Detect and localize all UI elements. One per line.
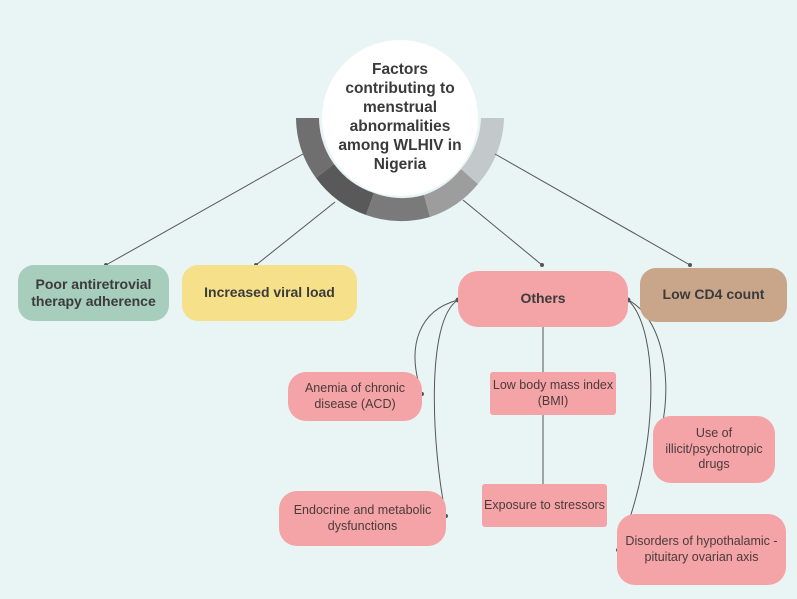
dot-others — [540, 263, 544, 267]
sub-hpo-axis: Disorders of hypothalamic - pituitary ov… — [617, 514, 786, 585]
ring-segment-3 — [366, 193, 430, 222]
ring-segment-4 — [424, 169, 478, 217]
connector-viral-load — [255, 201, 336, 266]
connector-others — [462, 199, 543, 266]
dot-cd4 — [688, 263, 692, 267]
sub-anemia: Anemia of chronic disease (ACD) — [288, 372, 422, 421]
connector-cd4 — [494, 153, 691, 266]
ring-segment-2 — [316, 164, 374, 215]
ring-segment-1 — [296, 118, 334, 178]
title-ring — [296, 118, 504, 222]
ring-segment-5 — [461, 118, 504, 184]
sub-stressors: Exposure to stressors — [482, 484, 607, 527]
sub-low-bmi: Low body mass index (BMI) — [490, 372, 616, 415]
connector-adherence — [105, 153, 304, 266]
sub-endocrine: Endocrine and metabolic dysfunctions — [279, 491, 446, 546]
sub-drugs: Use of illicit/psychotropic drugs — [653, 416, 775, 483]
factor-viral-load: Increased viral load — [182, 265, 357, 321]
factor-adherence: Poor antiretrovial therapy adherence — [18, 265, 169, 321]
connector-endocrine — [433, 299, 459, 517]
factor-others: Others — [458, 271, 628, 327]
diagram-title: Factors contributing to menstrual abnorm… — [322, 40, 478, 196]
connector-hpo — [617, 299, 652, 551]
factor-low-cd4: Low CD4 count — [640, 268, 787, 322]
